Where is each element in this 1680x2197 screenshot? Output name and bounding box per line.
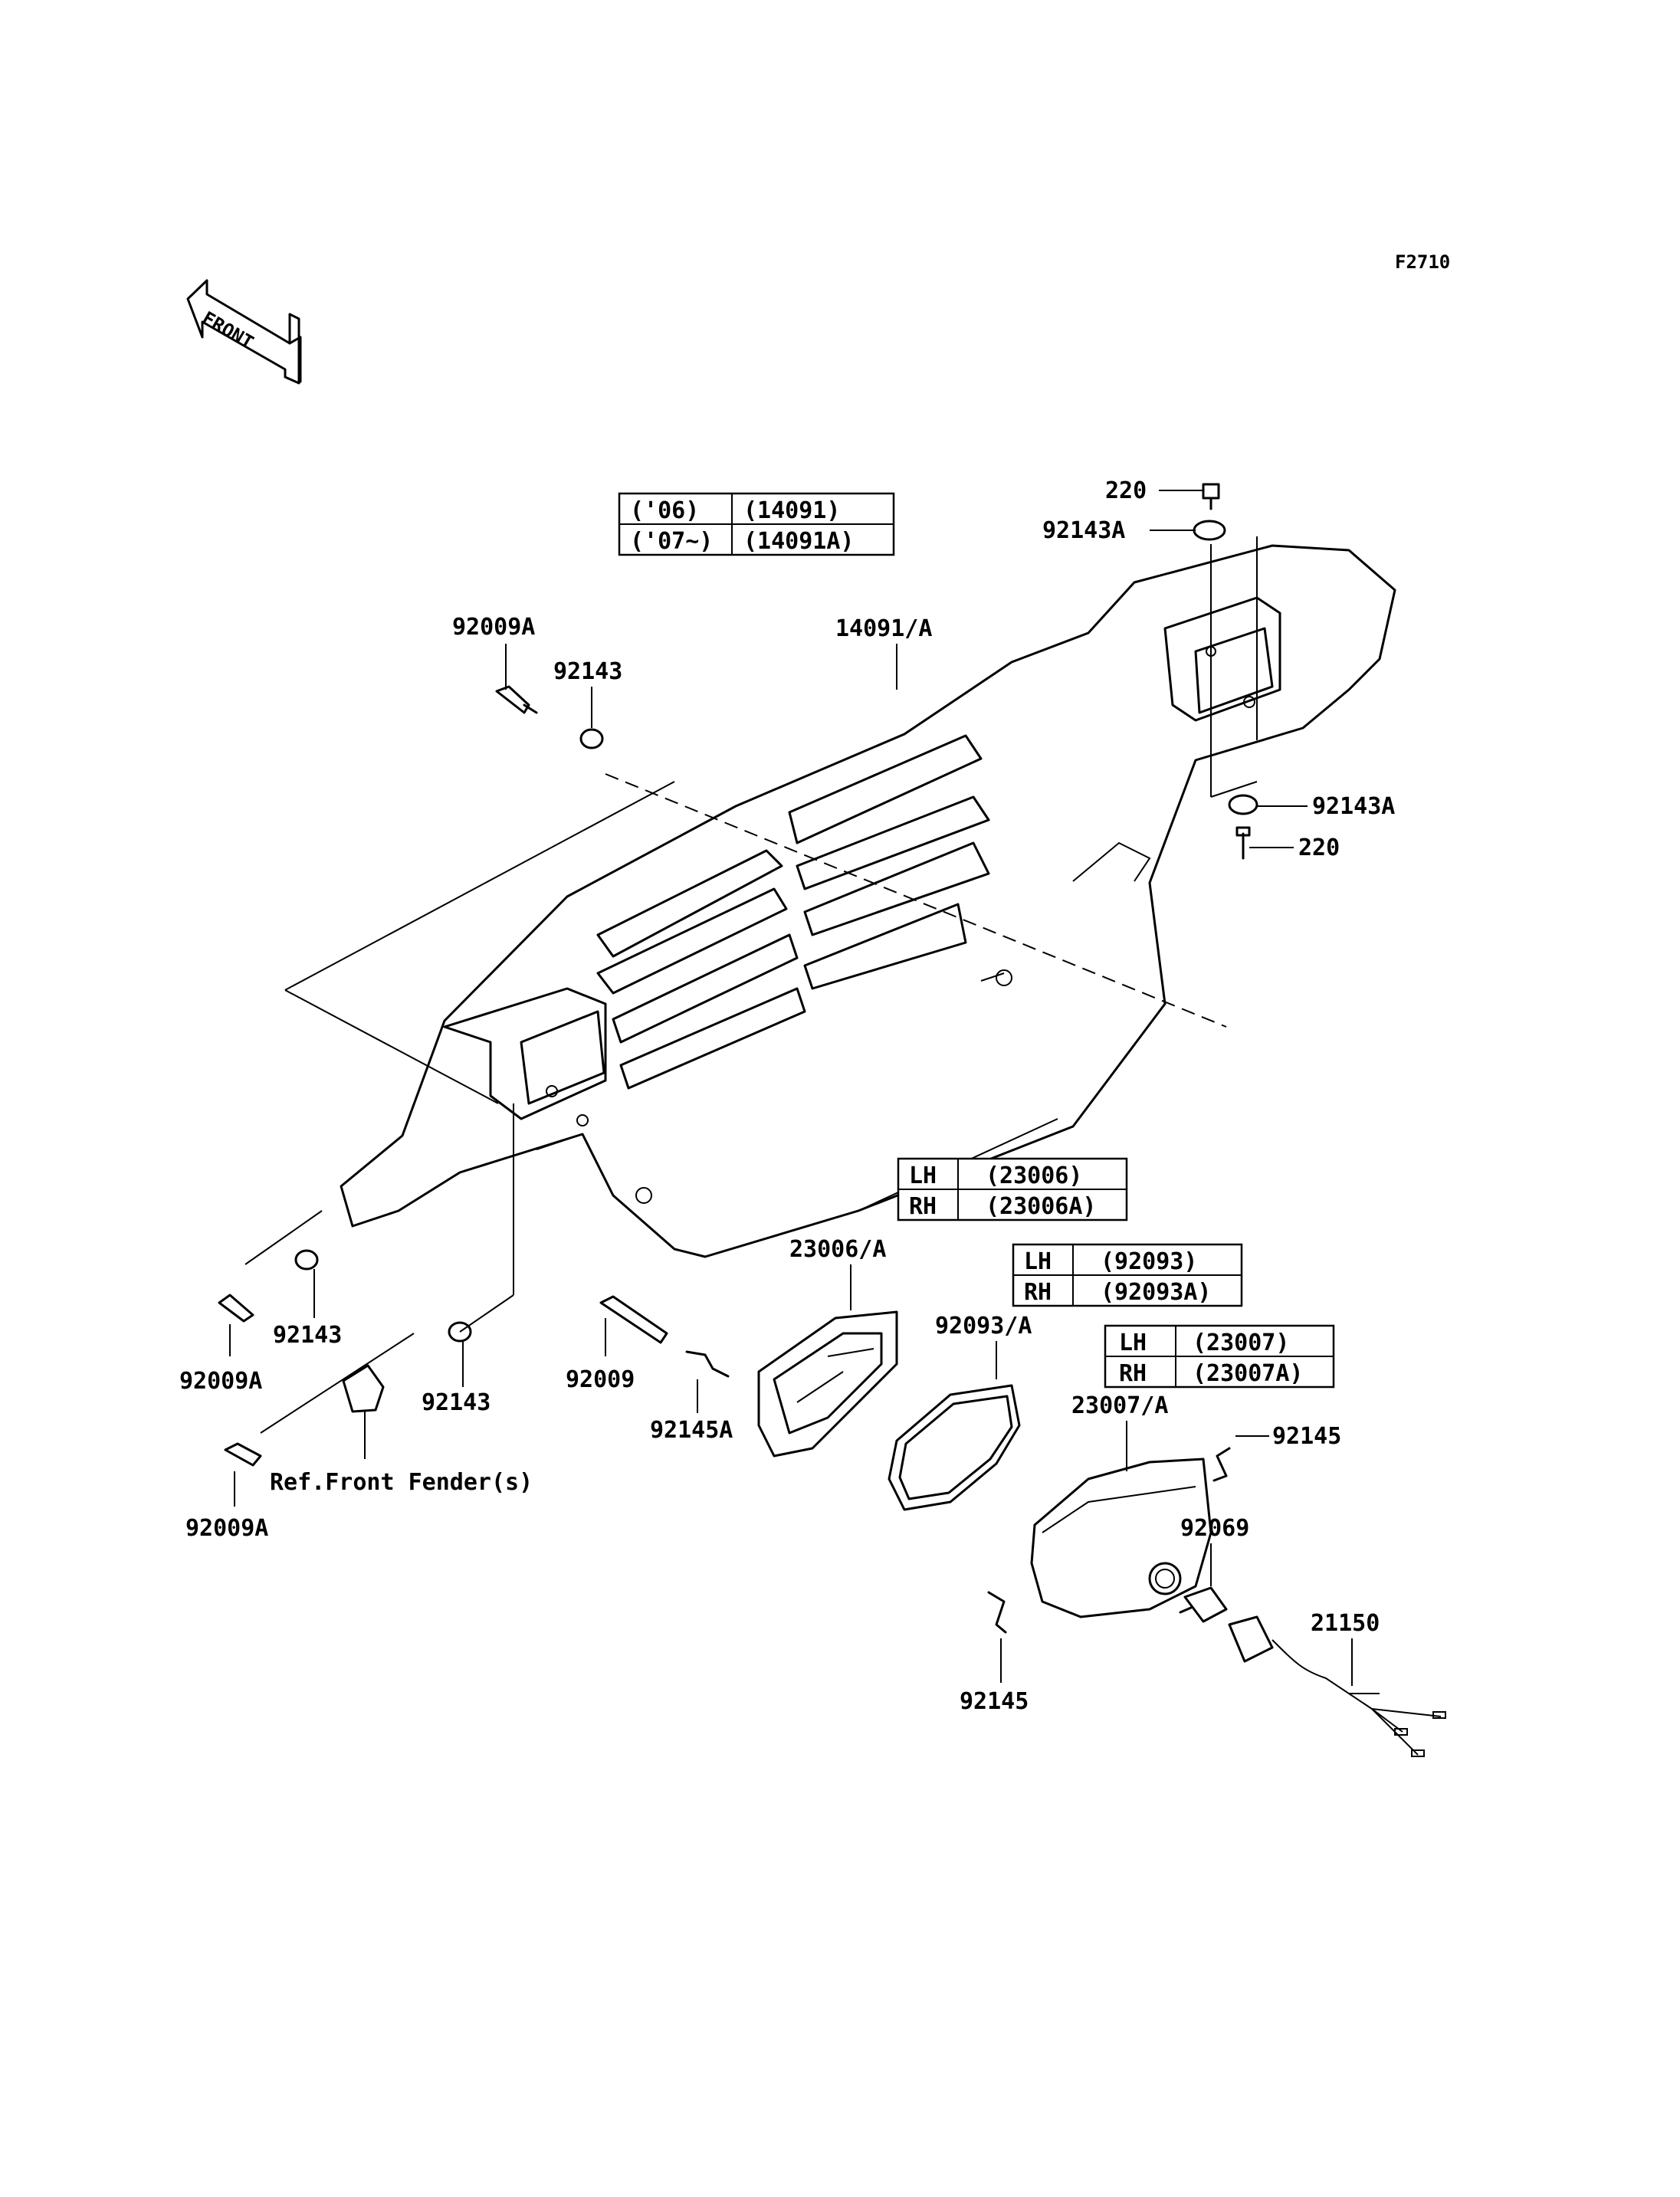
screw-92009A-bottom: 92009A (185, 1442, 268, 1542)
bulb-92069: 92069 (1179, 1515, 1249, 1623)
cover-row2-year: ('07~) (630, 528, 713, 555)
gasket-ring: 92093/A (888, 1313, 1032, 1511)
callout-cover: 14091/A (835, 615, 932, 690)
callout-92143A-bottom: 92143A (1312, 793, 1395, 820)
callout-23007A: 23007/A (1071, 1392, 1168, 1419)
bracket-front-fender: Ref.Front Fender(s) (270, 1364, 533, 1496)
table-cover-versions: ('06) (14091) ('07~) (14091A) (618, 492, 895, 556)
callout-92009A-left: 92009A (179, 1368, 262, 1395)
table-housing: LH (23007) RH (23007A) (1104, 1324, 1335, 1389)
callout-21150: 21150 (1311, 1610, 1380, 1637)
socket-harness-21150: 21150 (1228, 1610, 1446, 1757)
screw-220-bottom: 220 (1235, 826, 1340, 861)
housing-lh-part: (23007) (1193, 1330, 1289, 1356)
callout-92143-mid: 92143 (422, 1389, 491, 1416)
gasket-rh-part: (92093A) (1101, 1279, 1212, 1306)
grommet-92143A-top: 92143A (1042, 517, 1226, 544)
reflector-lh: LH (909, 1162, 937, 1189)
screw-92009: 92009 (566, 1295, 668, 1393)
table-reflector: LH (23006) RH (23006A) (897, 1157, 1128, 1221)
callout-92069: 92069 (1180, 1515, 1249, 1542)
gasket-rh: RH (1024, 1279, 1052, 1306)
callout-92145-bottom: 92145 (960, 1688, 1029, 1715)
reflector-rh-part: (23006A) (986, 1193, 1097, 1220)
callout-92145-right: 92145 (1272, 1423, 1341, 1450)
gasket-lh: LH (1024, 1248, 1052, 1275)
screw-92009A-left: 92009A (179, 1294, 262, 1395)
lamp-housing: 23007/A (1030, 1392, 1212, 1618)
callout-220-bottom: 220 (1298, 835, 1340, 861)
screw-92009A-top: 92009A (452, 614, 538, 714)
reflector-frame: 23006/A (757, 1236, 898, 1458)
callout-220-top: 220 (1105, 477, 1147, 504)
callout-92009A-top: 92009A (452, 614, 535, 641)
headlight-cover (340, 544, 1396, 1258)
housing-rh-part: (23007A) (1193, 1360, 1304, 1387)
washer-92143-left: 92143 (273, 1249, 342, 1349)
callout-14091A: 14091/A (835, 615, 932, 642)
reflector-lh-part: (23006) (986, 1162, 1082, 1189)
cover-row1-year: ('06) (630, 497, 699, 524)
cover-row2-part: (14091A) (743, 528, 855, 555)
callout-92009: 92009 (566, 1366, 635, 1393)
callout-92143-left: 92143 (273, 1322, 342, 1349)
grommet-92143A-bottom: 92143A (1228, 793, 1395, 820)
clip-92145-right: 92145 (1212, 1423, 1341, 1482)
housing-rh: RH (1119, 1360, 1147, 1387)
washer-92143-mid: 92143 (422, 1321, 491, 1416)
front-label: FRONT (199, 307, 258, 353)
front-arrow-icon: FRONT (186, 279, 302, 385)
callout-92143A-top: 92143A (1042, 517, 1125, 544)
screw-220-top: 220 (1105, 477, 1220, 510)
gasket-lh-part: (92093) (1101, 1248, 1197, 1275)
figure-code: F2710 (1395, 251, 1450, 273)
callout-92093A: 92093/A (935, 1313, 1032, 1340)
housing-lh: LH (1119, 1330, 1147, 1356)
cover-row1-part: (14091) (743, 497, 840, 524)
clip-92145-bottom: 92145 (960, 1591, 1029, 1715)
ref-front-fender: Ref.Front Fender(s) (270, 1469, 533, 1496)
washer-92143-top: 92143 (553, 658, 622, 749)
callout-92145A: 92145A (650, 1417, 733, 1444)
callout-92009A-bottom: 92009A (185, 1515, 268, 1542)
spring-92145A: 92145A (650, 1350, 733, 1444)
callout-23006A: 23006/A (789, 1236, 886, 1263)
leader-lines (244, 536, 1258, 1434)
callout-92143-top: 92143 (553, 658, 622, 685)
table-gasket: LH (92093) RH (92093A) (1012, 1243, 1243, 1307)
reflector-rh: RH (909, 1193, 937, 1220)
